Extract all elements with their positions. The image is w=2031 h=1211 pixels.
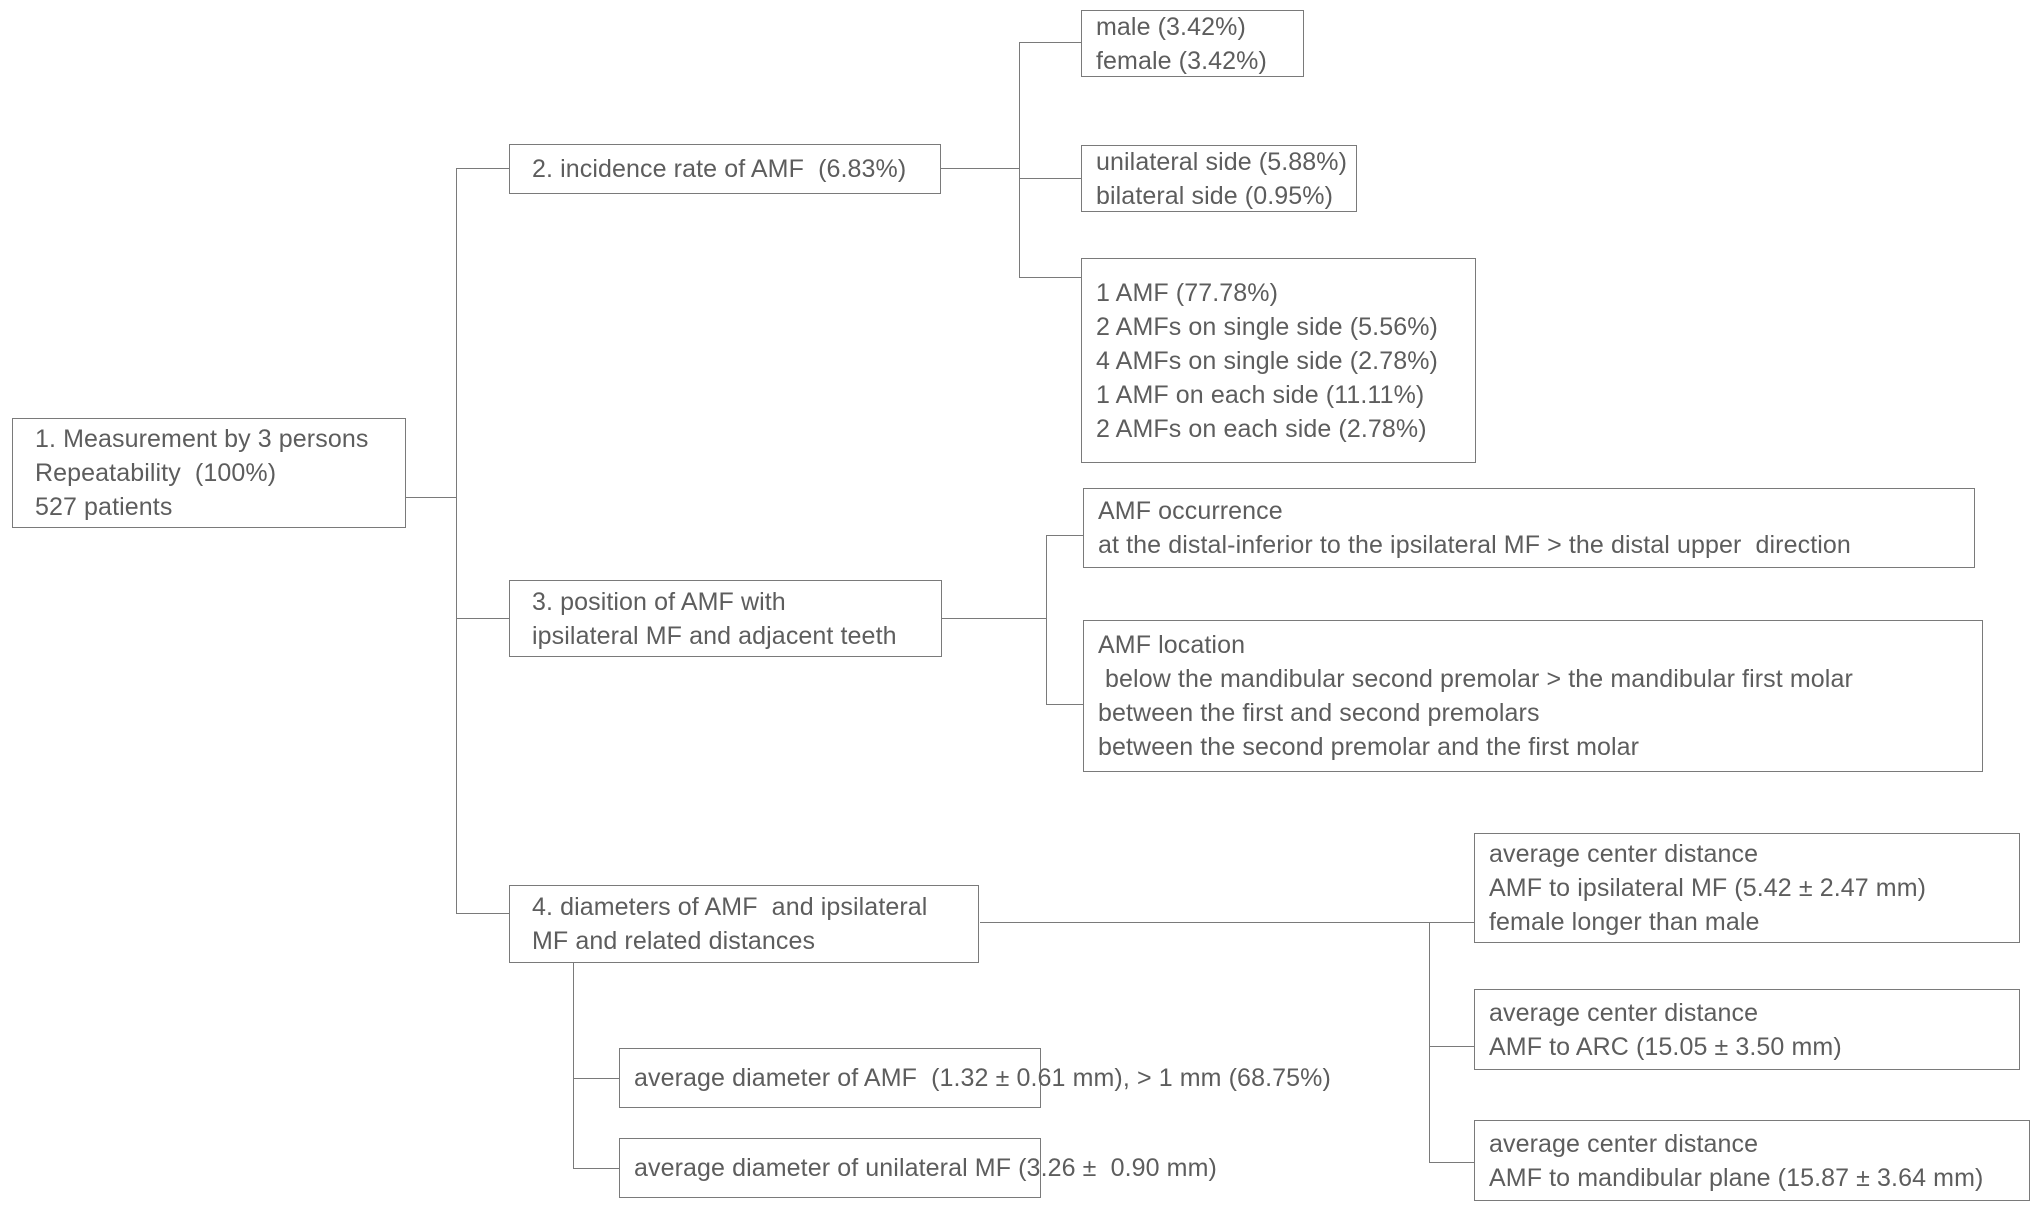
count-distribution-line-4: 1 AMF on each side (11.11%) bbox=[1096, 380, 1425, 409]
connector-node2-to-subspine bbox=[940, 168, 1020, 169]
node-3-child-amf-location[interactable]: AMF location below the mandibular second… bbox=[1083, 620, 1983, 772]
connector-node3-subspine bbox=[1046, 535, 1047, 705]
connector-spine-to-node3 bbox=[456, 618, 510, 619]
connector-main-spine bbox=[456, 168, 457, 913]
node-root-line-1: 1. Measurement by 3 persons bbox=[35, 425, 369, 453]
connector-node4-bottom-spine bbox=[573, 958, 574, 1169]
sex-distribution-line-1: male (3.42%) bbox=[1096, 12, 1246, 41]
connector-node3-to-subspine bbox=[942, 618, 1047, 619]
connector-node3-child1 bbox=[1046, 535, 1084, 536]
side-distribution-line-2: bilateral side (0.95%) bbox=[1096, 181, 1334, 210]
node-4-line-2: MF and related distances bbox=[532, 927, 816, 955]
node-root-line-2: Repeatability (100%) bbox=[35, 459, 277, 487]
node-root-line-3: 527 patients bbox=[35, 493, 173, 521]
node-2-child-side-distribution[interactable]: unilateral side (5.88%) bilateral side (… bbox=[1081, 145, 1357, 212]
connector-node2-child2 bbox=[1019, 178, 1081, 179]
count-distribution-line-3: 4 AMFs on single side (2.78%) bbox=[1096, 346, 1438, 375]
amf-location-line-2: below the mandibular second premolar > t… bbox=[1098, 665, 1853, 693]
connector-spine-to-node4 bbox=[456, 913, 510, 914]
node-3-line-2: ipsilateral MF and adjacent teeth bbox=[532, 621, 897, 650]
node-4-child-distance-amf-to-ipsilateral-mf[interactable]: average center distance AMF to ipsilater… bbox=[1474, 833, 2020, 943]
node-4-child-average-diameter-unilateral-mf[interactable]: average diameter of unilateral MF (3.26 … bbox=[619, 1138, 1217, 1198]
connector-node4-to-right-subspine bbox=[980, 922, 1430, 923]
count-distribution-line-5: 2 AMFs on each side (2.78%) bbox=[1096, 414, 1427, 443]
distance-mandibular-plane-line-2: AMF to mandibular plane (15.87 ± 3.64 mm… bbox=[1489, 1163, 1984, 1192]
connector-spine-to-node2 bbox=[456, 168, 510, 169]
node-4-child-average-diameter-amf[interactable]: average diameter of AMF (1.32 ± 0.61 mm)… bbox=[619, 1048, 1331, 1108]
connector-node4-diameter1 bbox=[573, 1078, 620, 1079]
connector-node4-diameter2 bbox=[573, 1168, 620, 1169]
sex-distribution-line-2: female (3.42%) bbox=[1096, 46, 1267, 75]
distance-ipsilateral-mf-line-2: AMF to ipsilateral MF (5.42 ± 2.47 mm) bbox=[1489, 874, 1927, 902]
amf-location-line-4: between the second premolar and the firs… bbox=[1098, 733, 1640, 761]
amf-location-line-1: AMF location bbox=[1098, 631, 1246, 659]
count-distribution-line-1: 1 AMF (77.78%) bbox=[1096, 278, 1279, 307]
amf-location-line-3: between the first and second premolars bbox=[1098, 699, 1540, 727]
node-2-incidence-rate[interactable]: 2. incidence rate of AMF (6.83%) bbox=[509, 144, 941, 194]
node-3-child-amf-occurrence[interactable]: AMF occurrence at the distal-inferior to… bbox=[1083, 488, 1975, 568]
connector-node4-distance1 bbox=[1429, 922, 1475, 923]
connector-node3-child2 bbox=[1046, 704, 1084, 705]
distance-arc-line-1: average center distance bbox=[1489, 998, 1759, 1027]
distance-ipsilateral-mf-line-3: female longer than male bbox=[1489, 908, 1760, 936]
connector-node2-subspine bbox=[1019, 42, 1020, 278]
amf-occurrence-line-1: AMF occurrence bbox=[1098, 497, 1283, 525]
connector-node2-child3 bbox=[1019, 277, 1081, 278]
node-3-position-of-amf[interactable]: 3. position of AMF with ipsilateral MF a… bbox=[509, 580, 942, 657]
side-distribution-line-1: unilateral side (5.88%) bbox=[1096, 147, 1348, 176]
amf-occurrence-line-2: at the distal-inferior to the ipsilatera… bbox=[1098, 531, 1851, 559]
average-diameter-unilateral-mf-line-1: average diameter of unilateral MF (3.26 … bbox=[634, 1154, 1217, 1182]
connector-root-to-spine bbox=[405, 497, 457, 498]
node-4-diameters-and-distances[interactable]: 4. diameters of AMF and ipsilateral MF a… bbox=[509, 885, 979, 963]
node-4-child-distance-amf-to-mandibular-plane[interactable]: average center distance AMF to mandibula… bbox=[1474, 1120, 2030, 1201]
node-4-line-1: 4. diameters of AMF and ipsilateral bbox=[532, 893, 928, 921]
distance-ipsilateral-mf-line-1: average center distance bbox=[1489, 840, 1759, 868]
connector-node2-child1 bbox=[1019, 42, 1081, 43]
count-distribution-line-2: 2 AMFs on single side (5.56%) bbox=[1096, 312, 1438, 341]
average-diameter-amf-line-1: average diameter of AMF (1.32 ± 0.61 mm)… bbox=[634, 1064, 1331, 1092]
node-root-measurement[interactable]: 1. Measurement by 3 persons Repeatabilit… bbox=[12, 418, 406, 528]
node-3-line-1: 3. position of AMF with bbox=[532, 587, 786, 616]
connector-node4-distance3 bbox=[1429, 1162, 1475, 1163]
connector-node4-right-subspine bbox=[1429, 922, 1430, 1162]
node-2-child-count-distribution[interactable]: 1 AMF (77.78%) 2 AMFs on single side (5.… bbox=[1081, 258, 1476, 463]
distance-arc-line-2: AMF to ARC (15.05 ± 3.50 mm) bbox=[1489, 1032, 1842, 1061]
node-4-child-distance-amf-to-arc[interactable]: average center distance AMF to ARC (15.0… bbox=[1474, 989, 2020, 1070]
node-2-child-sex-distribution[interactable]: male (3.42%) female (3.42%) bbox=[1081, 10, 1304, 77]
distance-mandibular-plane-line-1: average center distance bbox=[1489, 1129, 1759, 1158]
node-2-line-1: 2. incidence rate of AMF (6.83%) bbox=[532, 155, 907, 183]
connector-node4-distance2 bbox=[1429, 1046, 1475, 1047]
